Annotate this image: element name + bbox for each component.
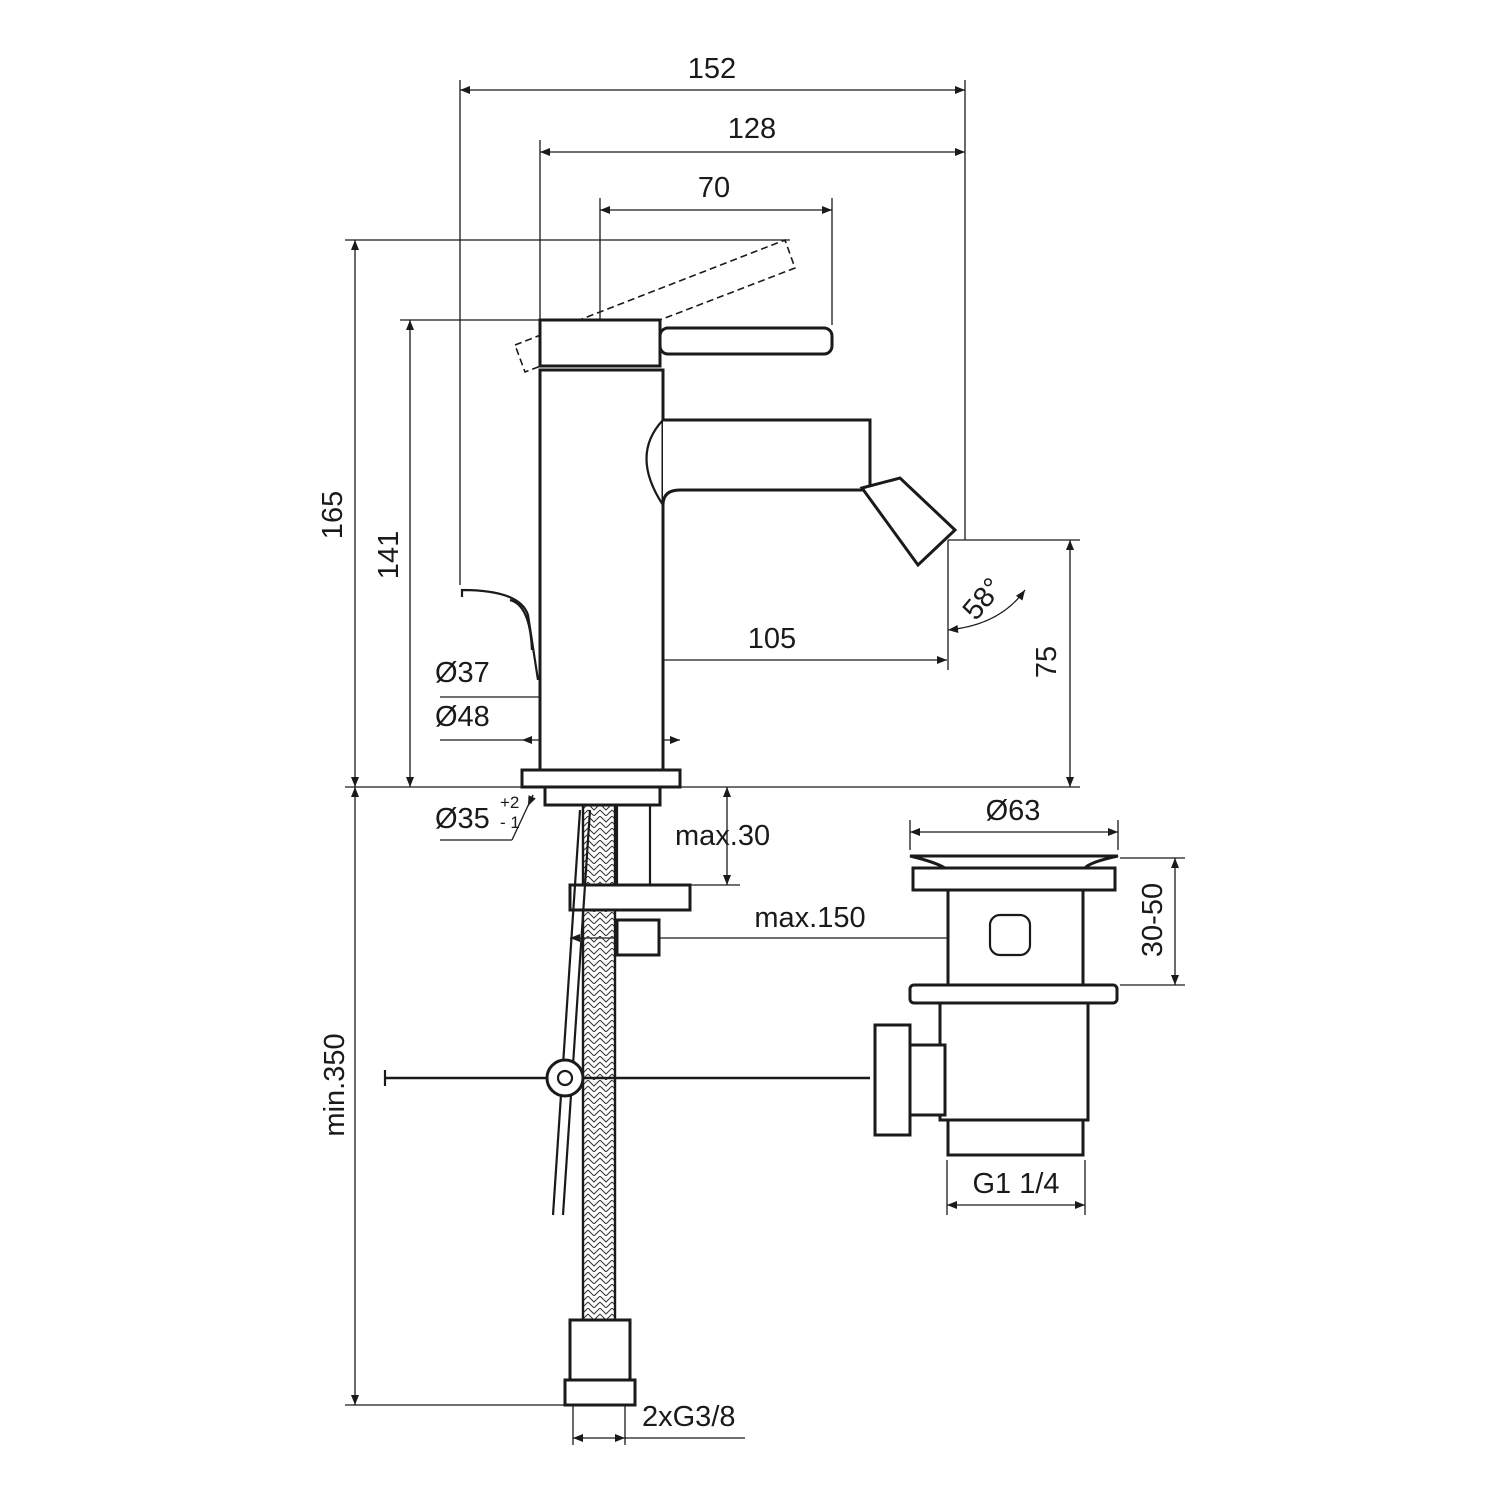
base-plate (520, 768, 682, 789)
label-overall-depth: 152 (688, 53, 736, 85)
label-hole-tol-plus: +2 (500, 793, 519, 812)
hose-connector (568, 1318, 632, 1382)
label-waste-diameter: Ø63 (986, 795, 1041, 827)
label-spout-angle: 58° (957, 572, 1010, 626)
label-hose-length: min.350 (319, 1033, 351, 1136)
hose-nut (563, 1378, 637, 1407)
label-hole-tol-minus: - 1 (500, 813, 520, 832)
pop-up-waste (873, 854, 1119, 1157)
label-spout-height: 75 (1031, 646, 1063, 678)
installation-kit (383, 803, 870, 1407)
label-waste-thread: G1 1/4 (972, 1168, 1059, 1200)
waste-thread (946, 1118, 1085, 1157)
lever-handle (658, 326, 834, 356)
extension-lines (345, 80, 1185, 1445)
fixing-nut (615, 918, 661, 957)
label-max-rod: max.150 (754, 902, 865, 934)
label-lever-length: 70 (698, 172, 730, 204)
label-hose-thread: 2xG3/8 (642, 1401, 736, 1433)
fixing-bracket (568, 883, 692, 912)
lift-rod (551, 809, 582, 1216)
spout-nozzle (859, 476, 958, 568)
spout (661, 408, 872, 506)
lever-open-position (513, 238, 797, 374)
threaded-rod (615, 803, 652, 892)
popup-lever (460, 588, 540, 681)
label-hole-diameter: Ø35 (435, 803, 490, 835)
waste-body (946, 888, 1085, 987)
waste-plug (909, 854, 1119, 870)
rod-opening (988, 913, 1032, 957)
base-seal (543, 785, 662, 807)
label-total-height: 165 (317, 491, 349, 539)
body-cylinder (538, 368, 665, 772)
label-max-deck: max.30 (675, 820, 770, 852)
label-body-height: 141 (373, 531, 405, 579)
rod-nut (873, 1023, 912, 1137)
label-body-diameter: Ø37 (435, 657, 490, 689)
label-base-diameter: Ø48 (435, 701, 490, 733)
label-waste-height: 30-50 (1137, 883, 1169, 957)
label-spout-reach: 105 (748, 623, 796, 655)
label-lever-reach: 128 (728, 113, 776, 145)
rod-clamp (545, 1058, 585, 1098)
dimension-labels: 152 128 70 165 141 105 75 58° Ø37 Ø48 Ø3… (317, 53, 1169, 1433)
lever-cap (538, 318, 662, 368)
faucet-body (460, 238, 958, 807)
dimension-lines (351, 86, 1179, 1442)
